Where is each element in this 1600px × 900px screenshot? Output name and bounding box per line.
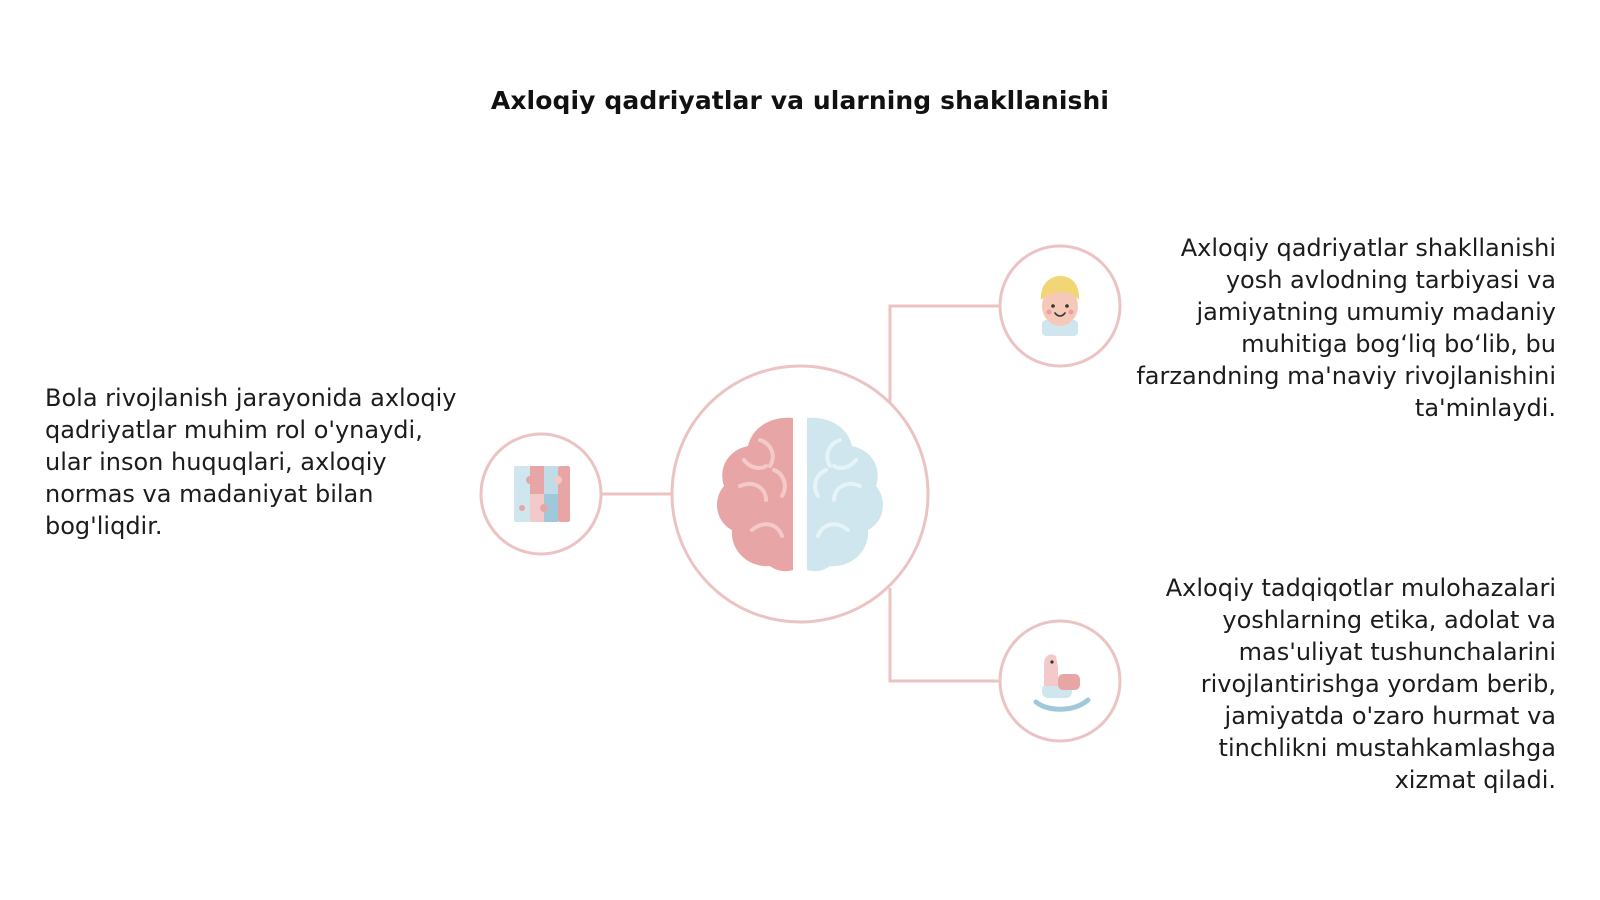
left-node [479, 432, 603, 556]
brain-icon [717, 417, 883, 572]
right-top-node-text: Axloqiy qadriyatlar shakllanishi yosh av… [1136, 234, 1556, 422]
connector-right-bottom [888, 588, 1000, 683]
left-node-text: Bola rivojlanish jarayonida axloqiy qadr… [45, 384, 457, 540]
toy-horse-icon [1033, 654, 1091, 712]
puzzle-icon [514, 466, 570, 522]
right-top-node [998, 244, 1122, 368]
child-face-icon [1040, 276, 1080, 336]
right-bottom-node [998, 619, 1122, 743]
right-bottom-node-text: Axloqiy tadqiqotlar mulohazalari yoshlar… [1165, 574, 1556, 794]
center-node [670, 364, 930, 624]
connector-right-top [888, 304, 1000, 404]
page-title: Axloqiy qadriyatlar va ularning shakllan… [490, 86, 1110, 115]
connectors [602, 304, 1000, 683]
